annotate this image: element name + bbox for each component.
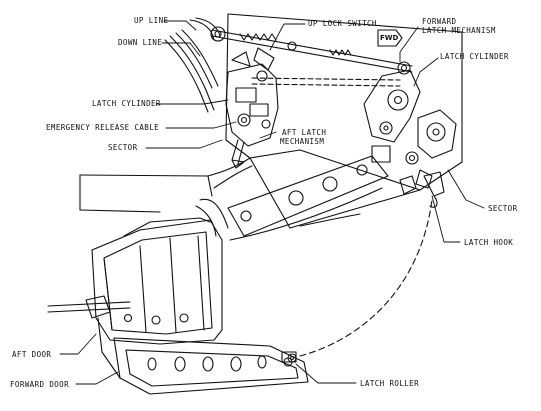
label-aft-latch-line2: MECHANISM (280, 137, 325, 146)
label-latch-hook: LATCH HOOK (464, 238, 514, 247)
label-latch-cylinder-left: LATCH CYLINDER (92, 99, 161, 108)
aft-latch-mechanism (226, 48, 278, 168)
longeron-beam (228, 156, 388, 240)
upper-cable-rail (211, 27, 412, 74)
label-fwd-arrow: FWD (380, 34, 399, 42)
leader-lines (60, 21, 484, 384)
label-forward-door: FORWARD DOOR (10, 380, 69, 389)
label-sector-right: SECTOR (488, 204, 518, 213)
door-swing-arc (300, 200, 432, 356)
hydraulic-lines (165, 18, 220, 112)
label-up-line: UP LINE (134, 16, 169, 25)
label-latch-roller: LATCH ROLLER (360, 379, 419, 388)
latch-roller-part (282, 352, 296, 362)
forward-door (48, 296, 308, 394)
fuselage-structure (80, 158, 252, 236)
label-aft-latch-line1: AFT LATCH (282, 128, 327, 137)
label-aft-door: AFT DOOR (12, 350, 52, 359)
label-emergency-release-cable: EMERGENCY RELEASE CABLE (46, 123, 160, 132)
aft-door (92, 218, 222, 344)
label-up-lock-switch: UP LOCK SWITCH (308, 19, 377, 28)
label-sector-left: SECTOR (108, 143, 138, 152)
label-down-line: DOWN LINE (118, 38, 163, 47)
label-latch-cylinder-right: LATCH CYLINDER (440, 52, 509, 61)
forward-latch-mechanism (364, 70, 456, 194)
label-forward-latch-line2: LATCH MECHANISM (422, 26, 496, 35)
label-forward-latch-line1: FORWARD (422, 17, 457, 26)
fwd-arrow (378, 30, 402, 46)
